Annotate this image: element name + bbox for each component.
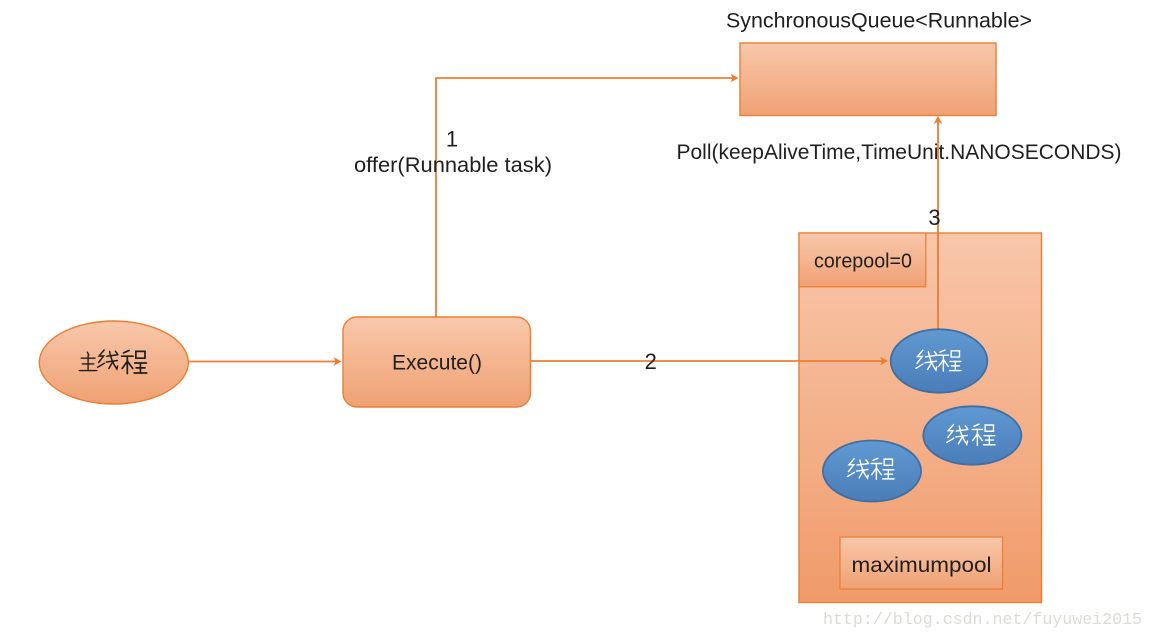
svg-text:2: 2	[645, 349, 657, 374]
svg-text:http://blog.csdn.net/fuyuwei20: http://blog.csdn.net/fuyuwei2015	[823, 611, 1142, 630]
svg-text:3: 3	[928, 205, 940, 230]
svg-text:SynchronousQueue<Runnable>: SynchronousQueue<Runnable>	[726, 10, 1032, 33]
svg-text:maximumpool: maximumpool	[852, 554, 992, 577]
svg-text:corepool=0: corepool=0	[814, 251, 912, 273]
svg-text:1: 1	[446, 127, 458, 152]
svg-text:offer(Runnable task): offer(Runnable task)	[354, 154, 552, 177]
svg-text:Poll(keepAliveTime,TimeUnit.NA: Poll(keepAliveTime,TimeUnit.NANOSECONDS)	[677, 141, 1122, 164]
svg-text:Execute(): Execute()	[392, 352, 482, 375]
